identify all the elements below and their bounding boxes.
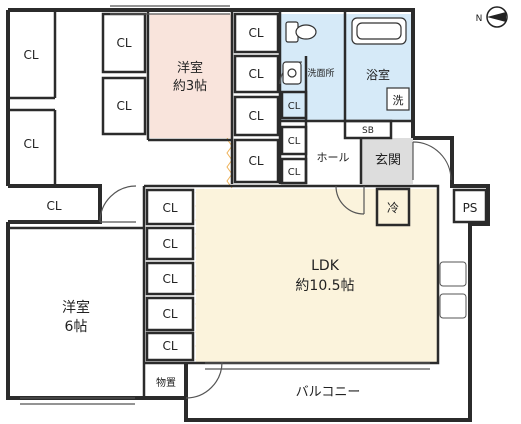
door-swings <box>99 61 452 399</box>
closet-label: CL <box>23 137 38 151</box>
closet-label: CL <box>46 199 61 213</box>
hall-label: ホール <box>317 151 350 164</box>
bathroom-label: 浴室 <box>366 67 390 82</box>
compass-label: N <box>476 14 483 24</box>
western-room-small-size: 約3帖 <box>173 79 207 94</box>
washer-label: 洗 <box>393 94 404 107</box>
closet-label: CL <box>162 201 177 215</box>
entrance-label: 玄関 <box>375 153 401 168</box>
pipe-space-label: PS <box>463 201 478 215</box>
closet-label: CL <box>248 26 263 40</box>
closet-label: CL <box>162 272 177 286</box>
closet-door-mark <box>226 145 233 161</box>
western-room-large-name: 洋室 <box>62 299 90 316</box>
ldk-name: LDK <box>311 258 340 274</box>
closet-label: CL <box>248 109 263 123</box>
western-room-small-name: 洋室 <box>177 60 203 76</box>
washbasin-icon <box>282 61 302 85</box>
closet-label: CL <box>288 167 301 178</box>
toilet-icon <box>285 21 317 43</box>
kitchen-sink-icon <box>439 261 467 319</box>
windows <box>20 5 430 405</box>
ldk-size: 約10.5帖 <box>295 278 354 294</box>
western-room-small-floor <box>150 14 232 138</box>
closet-label: CL <box>23 48 38 62</box>
closet-label: CL <box>248 154 263 168</box>
balcony-label: バルコニー <box>296 385 361 400</box>
closet-label: CL <box>116 99 131 113</box>
closet-label: CL <box>288 101 301 112</box>
storage-label: 物置 <box>156 376 176 389</box>
closet-door-mark <box>226 159 233 175</box>
western-room-large-size: 6帖 <box>65 319 88 335</box>
closet-label: CL <box>162 307 177 321</box>
entrance-floor <box>361 138 413 184</box>
closet-label: CL <box>116 36 131 50</box>
fridge-label: 冷 <box>387 201 399 215</box>
bathtub-icon <box>351 17 407 45</box>
compass-icon <box>486 6 508 28</box>
closet-label: CL <box>288 136 301 147</box>
closet-label: CL <box>162 237 177 251</box>
closet-label: CL <box>162 339 177 353</box>
closet-label: CL <box>248 67 263 81</box>
washroom-label: 洗面所 <box>307 67 334 79</box>
washer-box <box>386 87 410 111</box>
interior-walls <box>8 12 488 398</box>
ldk-floor <box>196 189 438 363</box>
shoe-box-label: SB <box>362 126 374 136</box>
